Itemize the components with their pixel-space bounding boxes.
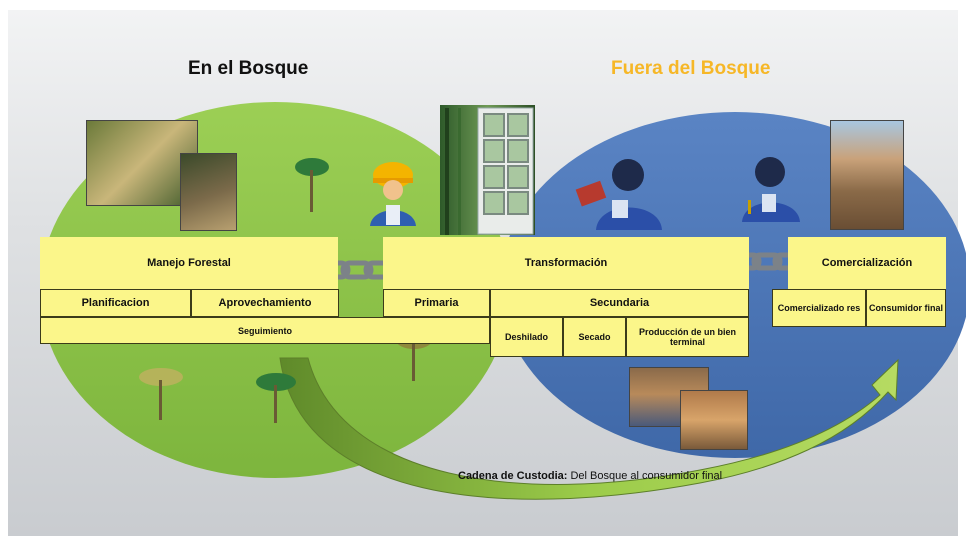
box-secado: Secado [563, 317, 626, 357]
box-transformacion: Transformación [383, 237, 749, 289]
box-aprovechamiento: Aprovechamiento [191, 289, 339, 317]
woodworker-icon [575, 159, 662, 230]
people-photo [86, 120, 198, 206]
box-comercializadores: Comercializado res [772, 289, 866, 327]
box-primaria: Primaria [383, 289, 490, 317]
box-consumidor-final: Consumidor final [866, 289, 946, 327]
heading-en-el-bosque: En el Bosque [188, 58, 309, 79]
tree-icon [256, 373, 296, 423]
people-photo [180, 153, 237, 231]
chain-caption: Cadena de Custodia: Del Bosque al consum… [458, 470, 722, 482]
box-planificacion: Planificacion [40, 289, 191, 317]
sawmill-photo [680, 390, 748, 450]
tree-icon [295, 158, 329, 212]
box-seguimiento: Seguimiento [40, 317, 490, 344]
forest-worker-icon [370, 162, 416, 226]
box-deshilado: Deshilado [490, 317, 563, 357]
box-secundaria: Secundaria [490, 289, 749, 317]
chain-caption-text: Del Bosque al consumidor final [567, 470, 723, 482]
door-icon [440, 105, 535, 235]
house-photo [830, 120, 904, 230]
box-manejo-forestal: Manejo Forestal [40, 237, 338, 289]
tree-icon [139, 368, 183, 420]
heading-fuera-del-bosque: Fuera del Bosque [611, 58, 771, 79]
technician-icon [742, 157, 800, 222]
box-comercializacion: Comercialización [788, 237, 946, 289]
box-produccion: Producción de un bien terminal [626, 317, 749, 357]
curved-arrow-icon [279, 357, 899, 500]
chain-caption-label: Cadena de Custodia: [458, 470, 568, 482]
